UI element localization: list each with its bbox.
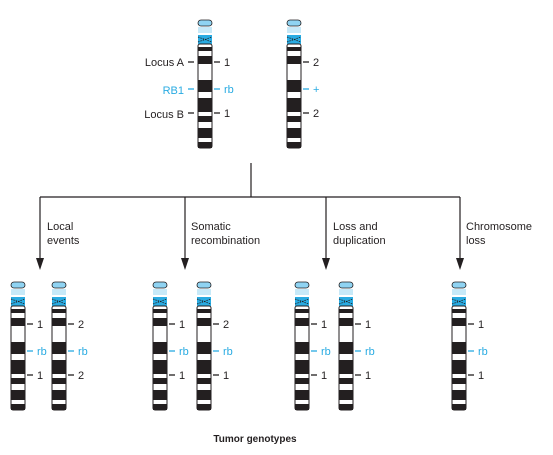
event-1-right-allele-2: 1 bbox=[223, 370, 229, 382]
event-1-chromosome-right bbox=[196, 281, 212, 411]
caption-local-line2: events bbox=[47, 235, 80, 247]
chromosomes-group bbox=[10, 19, 467, 411]
event-2-left-allele-1: rb bbox=[321, 346, 331, 358]
caption-loss-dup-line2: duplication bbox=[333, 235, 386, 247]
rb1-label: RB1 bbox=[163, 85, 184, 97]
caption-somatic-line2: recombination bbox=[191, 235, 260, 247]
event-0-left-allele-0: 1 bbox=[37, 319, 43, 331]
event-1-right-allele-1: rb bbox=[223, 346, 233, 358]
event-1-chromosome-left bbox=[152, 281, 168, 411]
event-2-right-allele-1: rb bbox=[365, 346, 375, 358]
event-2-left-allele-0: 1 bbox=[321, 319, 327, 331]
event-0-chromosome-left bbox=[10, 281, 26, 411]
top-chromosome-right bbox=[286, 19, 302, 149]
top-right-allele-0: 2 bbox=[313, 57, 319, 69]
arrow-head-0 bbox=[36, 258, 44, 270]
event-3-left-allele-2: 1 bbox=[478, 370, 484, 382]
event-0-right-allele-1: rb bbox=[78, 346, 88, 358]
caption-chrom-loss-line1: Chromosome bbox=[466, 221, 532, 233]
connector-lines bbox=[36, 163, 464, 270]
caption-chrom-loss-line2: loss bbox=[466, 235, 486, 247]
event-3-chromosome-left bbox=[451, 281, 467, 411]
locus-a-label: Locus A bbox=[145, 57, 185, 69]
locus-b-label: Locus B bbox=[144, 109, 184, 121]
arrow-head-2 bbox=[322, 258, 330, 270]
event-0-right-allele-2: 2 bbox=[78, 370, 84, 382]
top-left-allele-0: 1 bbox=[224, 57, 230, 69]
event-2-right-allele-2: 1 bbox=[365, 370, 371, 382]
event-0-right-allele-0: 2 bbox=[78, 319, 84, 331]
caption-loss-dup-line1: Loss and bbox=[333, 221, 378, 233]
event-2-chromosome-right bbox=[338, 281, 354, 411]
top-right-allele-2: 2 bbox=[313, 108, 319, 120]
top-left-allele-2: 1 bbox=[224, 108, 230, 120]
top-left-allele-1: rb bbox=[224, 84, 234, 96]
event-2-chromosome-left bbox=[294, 281, 310, 411]
event-0-left-allele-2: 1 bbox=[37, 370, 43, 382]
event-1-right-allele-0: 2 bbox=[223, 319, 229, 331]
caption-local-line1: Local bbox=[47, 221, 73, 233]
tumor-genotypes-title: Tumor genotypes bbox=[213, 434, 297, 445]
event-1-left-allele-2: 1 bbox=[179, 370, 185, 382]
labels-group: Locus A RB1 Locus B Local events Somatic… bbox=[27, 57, 532, 445]
arrow-head-1 bbox=[181, 258, 189, 270]
event-2-right-allele-0: 1 bbox=[365, 319, 371, 331]
event-2-left-allele-2: 1 bbox=[321, 370, 327, 382]
top-chromosome-left bbox=[197, 19, 213, 149]
top-right-allele-1: + bbox=[313, 84, 319, 96]
event-0-chromosome-right bbox=[51, 281, 67, 411]
arrow-head-3 bbox=[456, 258, 464, 270]
event-0-left-allele-1: rb bbox=[37, 346, 47, 358]
event-3-left-allele-0: 1 bbox=[478, 319, 484, 331]
event-1-left-allele-1: rb bbox=[179, 346, 189, 358]
event-3-left-allele-1: rb bbox=[478, 346, 488, 358]
caption-somatic-line1: Somatic bbox=[191, 221, 231, 233]
event-1-left-allele-0: 1 bbox=[179, 319, 185, 331]
